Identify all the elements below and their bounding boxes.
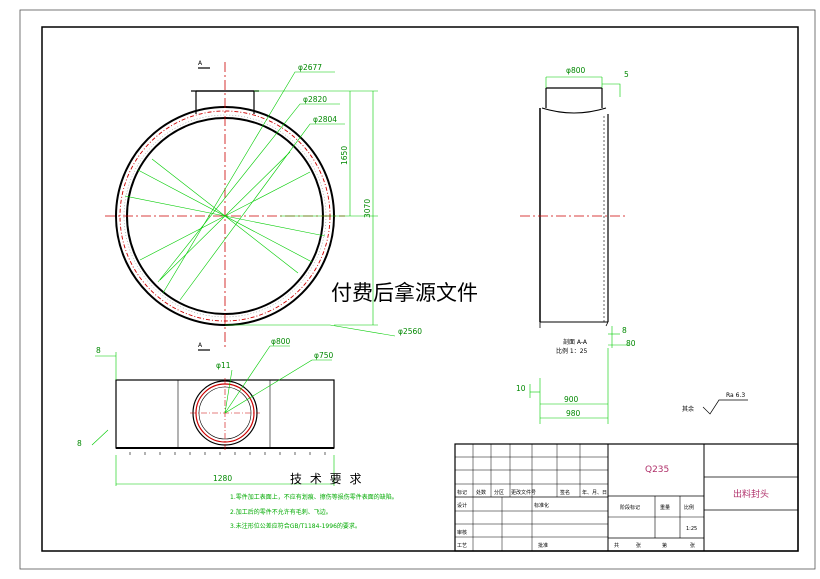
sheet-no: 第 [662,542,667,549]
bottom-dim-8-top: 8 [96,346,101,355]
bottom-dim-8-side: 8 [77,439,82,448]
height-1650: 1650 [340,146,349,165]
roughness-value: Ra 6.3 [726,392,745,399]
row-design: 设计 [457,502,467,509]
side-dim-900: 900 [564,395,579,404]
bottom-dia-750: φ750 [314,351,333,360]
section-mark-top: A [198,60,203,67]
scale-label: 比例 1：25 [556,347,588,355]
dia-2820: φ2820 [303,95,327,104]
roughness-label: 其余 [682,405,694,413]
hdr-mark: 标记 [457,489,467,496]
side-view: φ800 5 剖面 A-A 比例 1：25 8 80 10 900 980 [516,66,636,424]
sheet-unit-2: 张 [690,542,695,549]
sheet-unit-1: 张 [636,542,641,549]
scale-value: 1:25 [686,526,697,532]
tech-note-1: 1.零件加工表面上，不应有划痕、擦伤等损伤零件表面的缺陷。 [230,494,398,501]
circle-view: A A φ2677 φ2820 φ2804 φ2560 1650 3070 [105,60,422,351]
bottom-dia-11: φ11 [216,361,231,370]
side-top-offset: 5 [624,70,629,79]
bottom-dia-800: φ800 [271,337,290,346]
title-block-text: Q235 出料封头 1:25 标记 处数 分区 更改文件号 签名 年、月、日 设… [457,465,769,549]
part-name: 出料封头 [733,488,769,500]
dia-2804: φ2804 [313,115,337,124]
row-standard: 标准化 [534,502,549,509]
roughness-symbol: 其余 Ra 6.3 [682,392,748,415]
bottom-dim-1280: 1280 [213,474,232,483]
hdr-stage: 阶段标记 [620,504,640,511]
drawing-frame [41,26,799,552]
side-top-dia: φ800 [566,66,585,75]
hdr-change: 更改文件号 [511,489,536,496]
hdr-scale: 比例 [684,504,694,511]
sheet-total: 共 [614,542,619,549]
side-dim-10: 10 [516,384,526,393]
dia-2677: φ2677 [298,63,322,72]
tech-note-2: 2.加工后的零件不允许有毛刺、飞边。 [230,509,332,516]
side-dim-8: 8 [622,326,627,335]
side-nozzle [545,87,603,108]
hdr-zone: 分区 [494,489,504,496]
row-approve: 批准 [538,542,548,549]
section-label: 剖面 A-A [563,338,588,346]
watermark-text: 付费后拿源文件 [331,281,478,305]
section-mark-bottom: A [198,342,203,349]
row-review: 审核 [457,529,467,536]
hdr-date: 年、月、日 [582,489,607,496]
row-process: 工艺 [457,543,467,549]
tech-title: 技 术 要 求 [290,472,364,486]
dia-2560: φ2560 [398,327,422,336]
side-dim-980: 980 [566,409,581,418]
tech-note-3: 3.未注形位公差应符合GB/T1184-1996的要求。 [230,523,361,530]
hdr-sign: 签名 [560,489,570,496]
side-dim-80: 80 [626,339,636,348]
hdr-weight: 重量 [660,504,670,511]
title-block [454,443,799,552]
outer-border [19,9,816,570]
height-3070: 3070 [363,199,372,218]
bottom-view: φ800 φ750 φ11 8 8 1280 [77,337,335,486]
hdr-count: 处数 [476,489,486,496]
material: Q235 [645,465,669,475]
